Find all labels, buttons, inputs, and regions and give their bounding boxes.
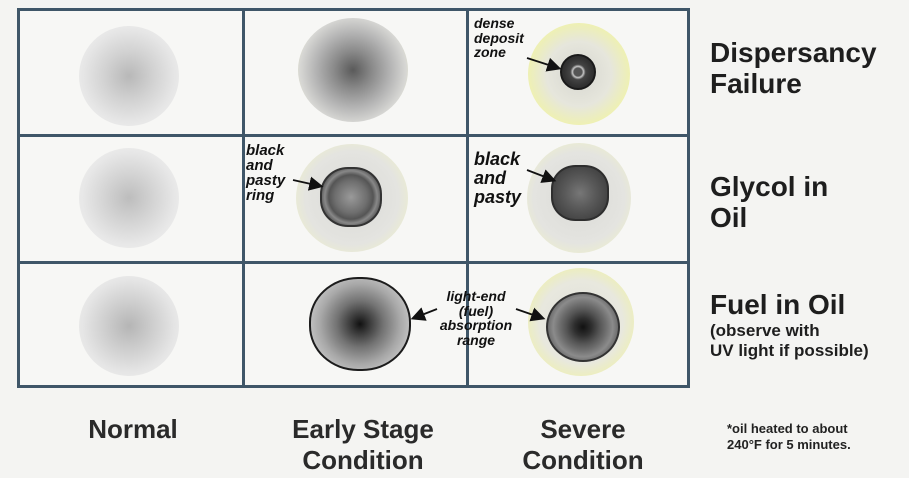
- row-label-line: Glycol in: [710, 172, 828, 203]
- arrow-light-end-right: [516, 309, 542, 318]
- row-label-dispersancy-failure: Dispersancy Failure: [710, 38, 877, 100]
- column-label-normal: Normal: [48, 414, 218, 445]
- column-label-line: Condition: [258, 445, 468, 476]
- arrow-black-pasty: [527, 170, 553, 180]
- footnote-line: 240°F for 5 minutes.: [727, 437, 851, 453]
- row-label-line: Dispersancy: [710, 38, 877, 69]
- arrow-black-pasty-ring: [293, 180, 320, 186]
- footnote-line: *oil heated to about: [727, 421, 851, 437]
- arrow-dense-deposit: [527, 58, 558, 68]
- column-label-line: Early Stage: [258, 414, 468, 445]
- column-label-severe: Severe Condition: [488, 414, 678, 476]
- row-label-line: Fuel in Oil: [710, 290, 869, 321]
- row-label-line: Oil: [710, 203, 828, 234]
- row-label-glycol-in-oil: Glycol in Oil: [710, 172, 828, 234]
- footnote: *oil heated to about 240°F for 5 minutes…: [727, 421, 851, 454]
- column-label-line: Normal: [48, 414, 218, 445]
- column-label-line: Severe: [488, 414, 678, 445]
- row-label-subline: UV light if possible): [710, 341, 869, 361]
- row-label-fuel-in-oil: Fuel in Oil (observe with UV light if po…: [710, 290, 869, 362]
- arrow-light-end-left: [414, 309, 437, 318]
- row-label-line: Failure: [710, 69, 877, 100]
- row-label-subline: (observe with: [710, 321, 869, 341]
- column-label-line: Condition: [488, 445, 678, 476]
- column-label-early-stage: Early Stage Condition: [258, 414, 468, 476]
